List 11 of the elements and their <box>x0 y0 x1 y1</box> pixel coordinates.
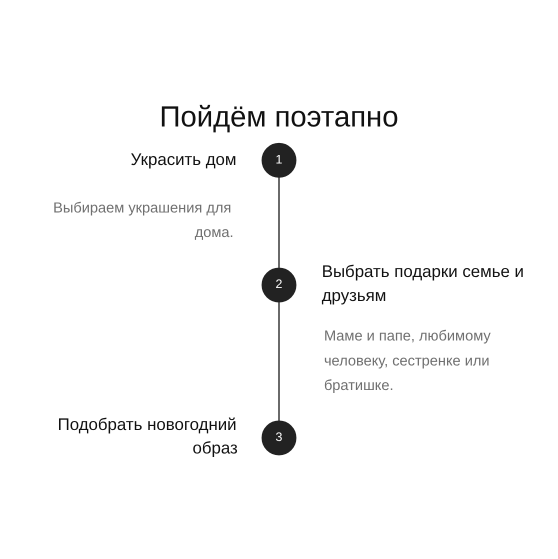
diagram-title: Пойдём поэтапно <box>160 100 398 133</box>
node-label: Выбираем украшения для дома. <box>53 200 234 241</box>
connector <box>278 302 280 420</box>
node-label: Подобрать новогодний образ <box>58 414 238 458</box>
node-circle: 3 <box>262 420 296 455</box>
node-label: Украсить дом <box>130 149 236 168</box>
node-circle: 2 <box>262 267 296 302</box>
node-circle: 1 <box>262 142 296 178</box>
node-label: Выбрать подарки семье и друзьям <box>322 262 524 304</box>
node-label: Маме и папе, любимому человеку, сестренке или братишке. <box>324 328 491 394</box>
connector <box>278 176 280 268</box>
